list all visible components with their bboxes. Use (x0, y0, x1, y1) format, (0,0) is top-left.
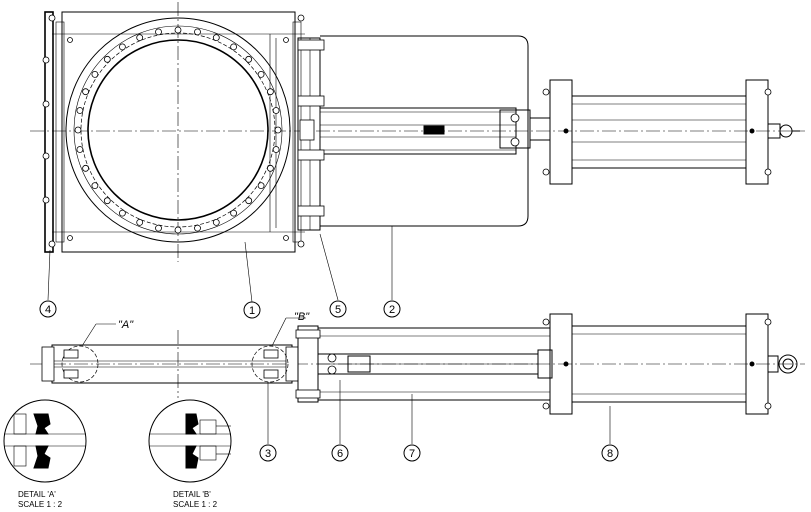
svg-text:6: 6 (337, 448, 343, 460)
flange-bolt-hole (230, 43, 238, 51)
svg-text:3: 3 (265, 448, 271, 460)
flange-bolt-hole (266, 88, 274, 96)
flange-bolt-hole (91, 182, 99, 190)
callout-6: 6 (331, 444, 349, 462)
flange-bolt-hole (212, 34, 220, 41)
flange-bolt-hole (82, 88, 89, 96)
svg-text:2: 2 (389, 304, 395, 316)
flange-bolt-hole (174, 26, 182, 34)
detail-a-tag: "A" (118, 319, 134, 331)
flange-bolt-hole (245, 55, 253, 63)
flange-bolt-hole (272, 107, 280, 114)
flange-bolt-hole (257, 182, 265, 190)
svg-text:8: 8 (607, 448, 613, 460)
stem-coupling (423, 125, 445, 135)
svg-text:1: 1 (249, 305, 255, 317)
flange-bolt-hole (212, 218, 220, 226)
flange-bolt-hole (174, 226, 182, 234)
flange-bolt-hole (245, 197, 253, 205)
side-leaders (81, 317, 611, 444)
flange-bolt-hole (119, 43, 126, 51)
callout-5: 5 (329, 300, 347, 318)
flange-bolt-hole (272, 146, 280, 153)
pneumatic-cylinder-top (542, 79, 800, 185)
detail-b (148, 399, 232, 483)
flange-bolt-hole (194, 224, 201, 232)
flange-bolt-hole (91, 71, 99, 78)
detail-a-circle (61, 345, 99, 383)
callout-7: 7 (403, 444, 421, 462)
callout-8: 8 (601, 444, 619, 462)
yoke-bolts (297, 39, 325, 217)
yoke-frame (297, 35, 551, 231)
flange-bolt-hole (76, 146, 84, 153)
svg-text:4: 4 (45, 304, 51, 316)
svg-text:5: 5 (335, 304, 341, 316)
clevis-eye (778, 354, 798, 374)
flange-bolt-hole (82, 164, 89, 172)
flange-bolt-hole (74, 126, 82, 134)
top-leaders (47, 226, 393, 303)
flange-bolt-hole (155, 28, 162, 36)
flange-bolt-hole (266, 164, 274, 172)
callout-4: 4 (39, 300, 57, 318)
svg-text:7: 7 (409, 448, 415, 460)
flange-bolt-hole (257, 71, 265, 78)
side-view (30, 313, 805, 444)
top-view (30, 2, 805, 303)
detail-a (3, 399, 87, 483)
detail-b-circle (251, 345, 289, 383)
flange-bolt-hole (103, 197, 111, 205)
detail-b-tag: "B" (294, 311, 310, 323)
flange-bolt-hole (155, 224, 162, 232)
detail-a-scale: SCALE 1 : 2 (18, 500, 63, 509)
flange-bolts (74, 26, 282, 234)
flange-bolt-hole (76, 107, 84, 114)
pneumatic-cylinder-side (542, 313, 798, 415)
flange-bolt-hole (103, 55, 111, 63)
flange-bolt-hole (119, 209, 126, 217)
yoke-side (295, 325, 553, 403)
detail-b-scale: SCALE 1 : 2 (173, 500, 218, 509)
valve-body (44, 11, 305, 253)
detail-b-title: DETAIL 'B' (173, 490, 211, 499)
corner-bolts (42, 14, 305, 248)
flange-bolt-hole (274, 126, 282, 134)
flange-bolt-hole (136, 34, 144, 41)
callout-1: 1 (243, 301, 261, 319)
flange-bolt-hole (194, 28, 201, 36)
flange-bolt-hole (136, 218, 144, 226)
flange-bolt-hole (230, 209, 238, 217)
valve-body-side (41, 344, 299, 384)
detail-a-title: DETAIL 'A' (18, 490, 56, 499)
callout-3: 3 (259, 444, 277, 462)
callout-2: 2 (383, 300, 401, 318)
